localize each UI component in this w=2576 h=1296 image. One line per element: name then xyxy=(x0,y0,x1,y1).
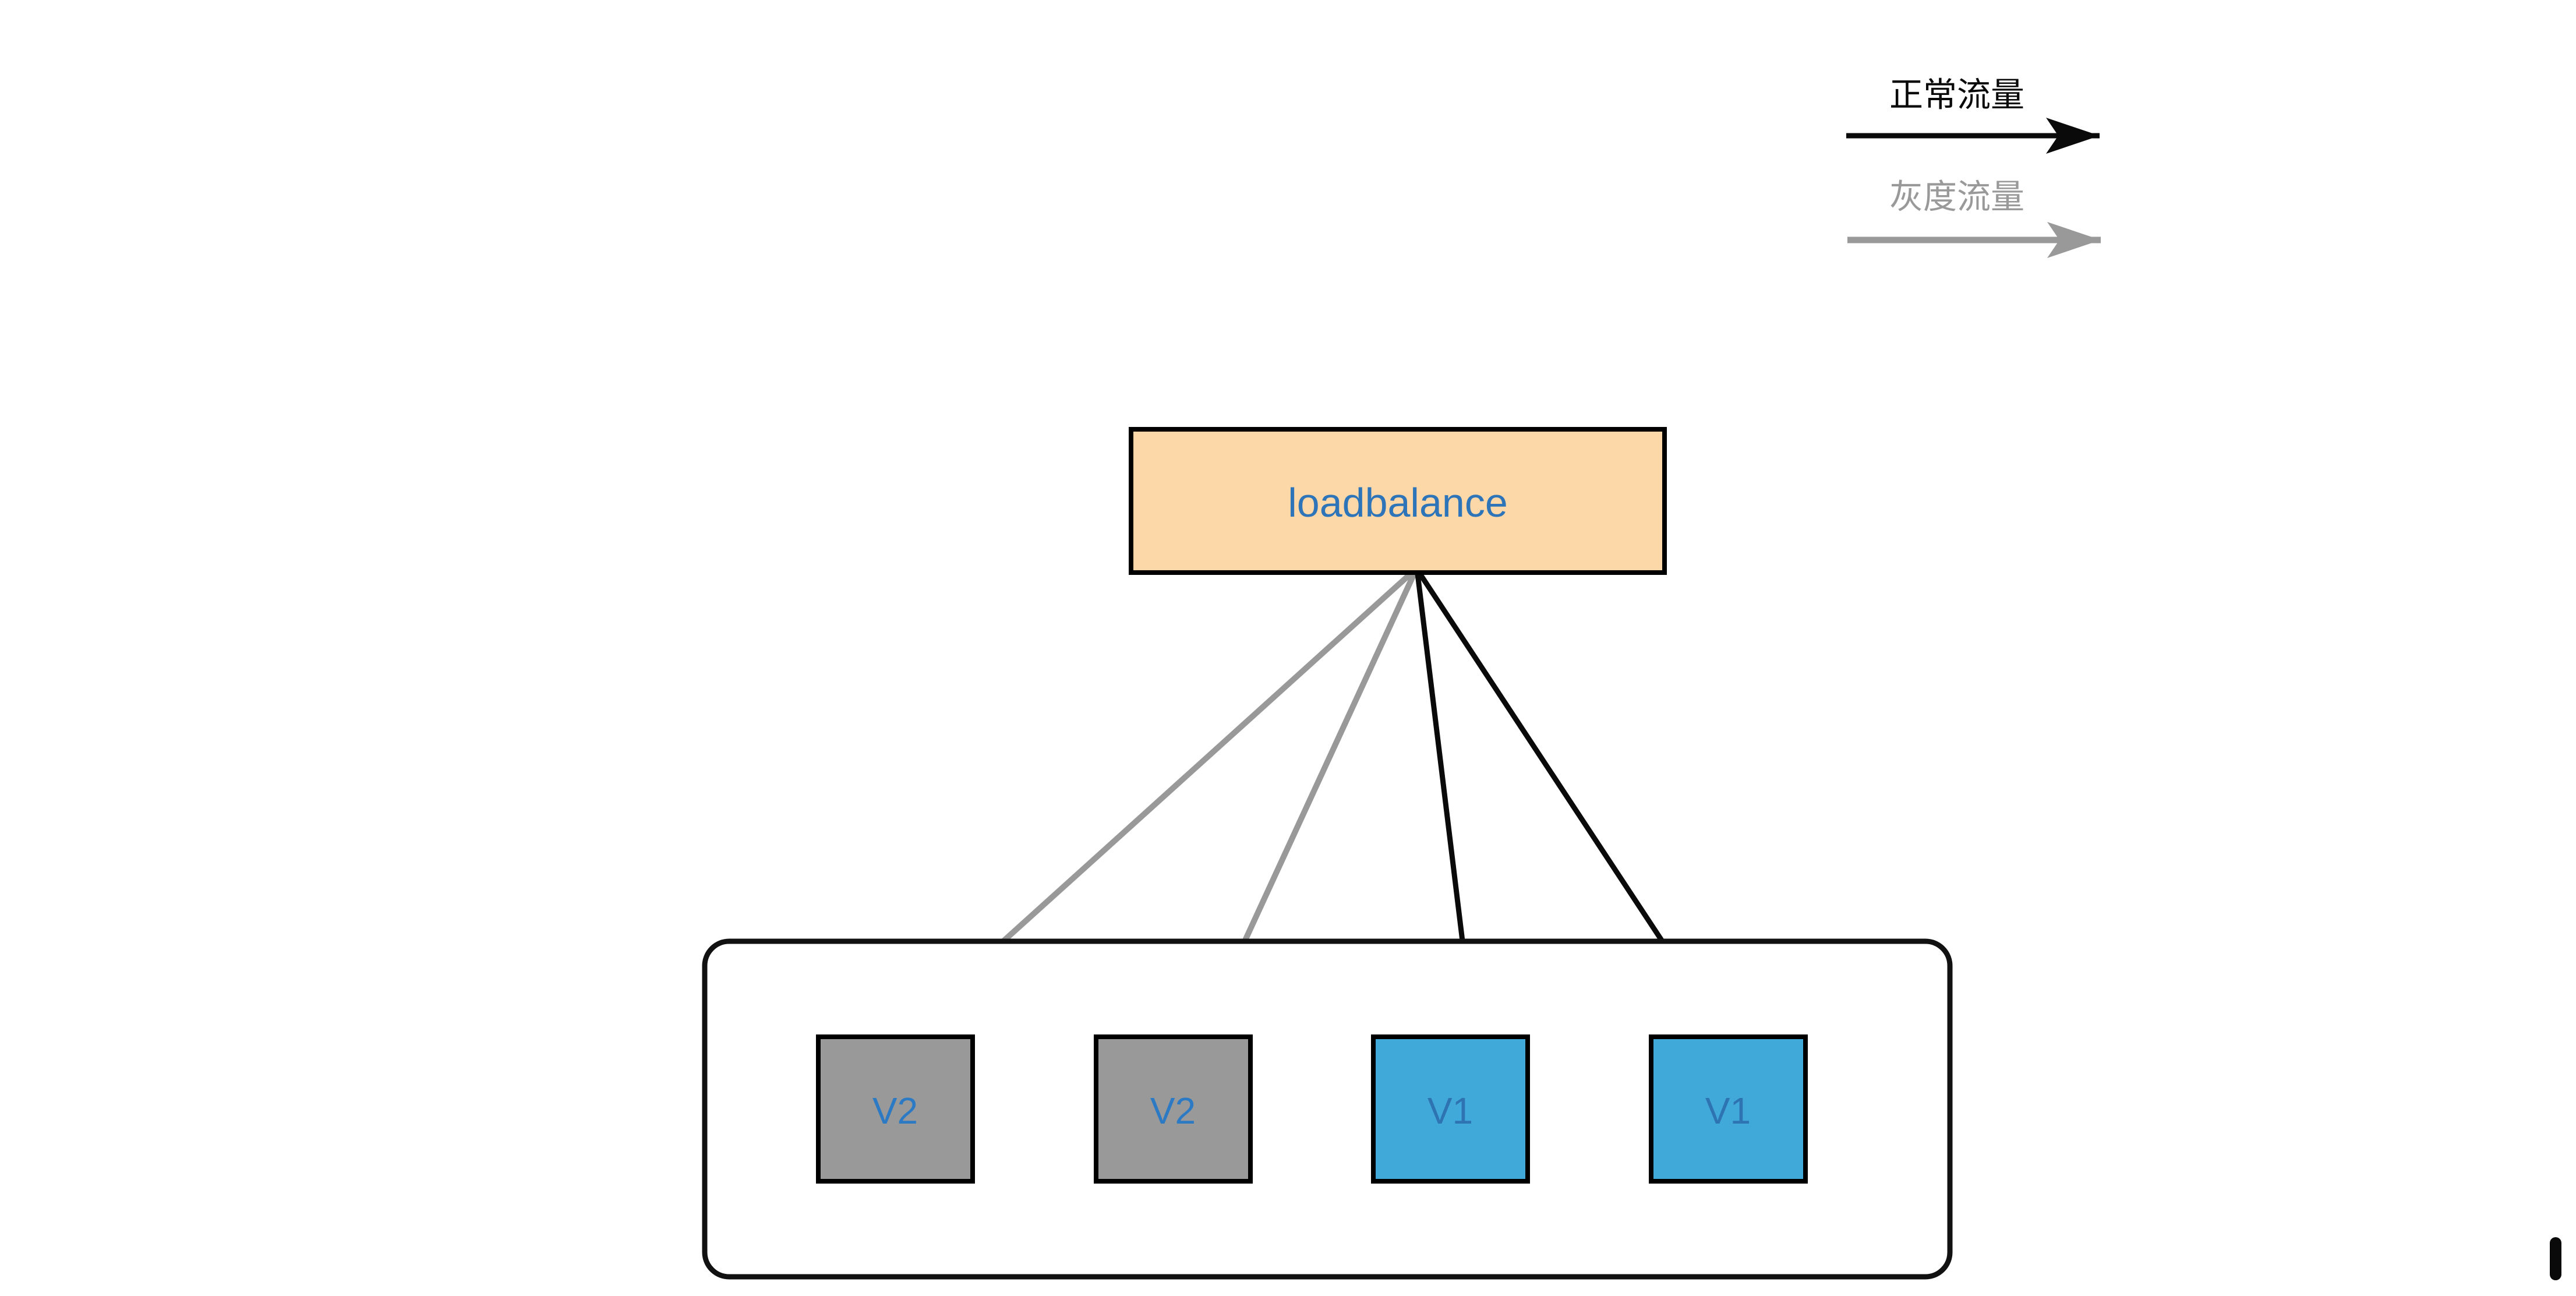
node-v1-2-label: V1 xyxy=(1705,1090,1751,1132)
node-v2-2-box xyxy=(1094,1034,1253,1184)
loadbalancer-box xyxy=(1129,427,1667,575)
legend-gray-traffic-label: 灰度流量 xyxy=(1889,178,2024,216)
node-v1-2: V1 xyxy=(1649,1034,1808,1184)
node-v1-1: V1 xyxy=(1371,1034,1530,1184)
text-cursor-artifact xyxy=(2550,1237,2561,1280)
legend-normal-traffic-label: 正常流量 xyxy=(1889,76,2024,114)
node-v1-1-label: V1 xyxy=(1427,1090,1473,1132)
loadbalancer-node: loadbalance xyxy=(1129,427,1667,575)
node-v2-2-label: V2 xyxy=(1150,1090,1196,1132)
node-v2-2: V2 xyxy=(1094,1034,1253,1184)
node-v1-2-box xyxy=(1649,1034,1808,1184)
cluster-container xyxy=(702,938,1953,1280)
loadbalancer-label: loadbalance xyxy=(1288,480,1508,525)
node-v2-1-box xyxy=(816,1034,975,1184)
node-v1-1-box xyxy=(1371,1034,1530,1184)
node-v2-1-label: V2 xyxy=(872,1090,918,1132)
node-v2-1: V2 xyxy=(816,1034,975,1184)
legend: 正常流量 灰度流量 xyxy=(1846,76,2101,258)
